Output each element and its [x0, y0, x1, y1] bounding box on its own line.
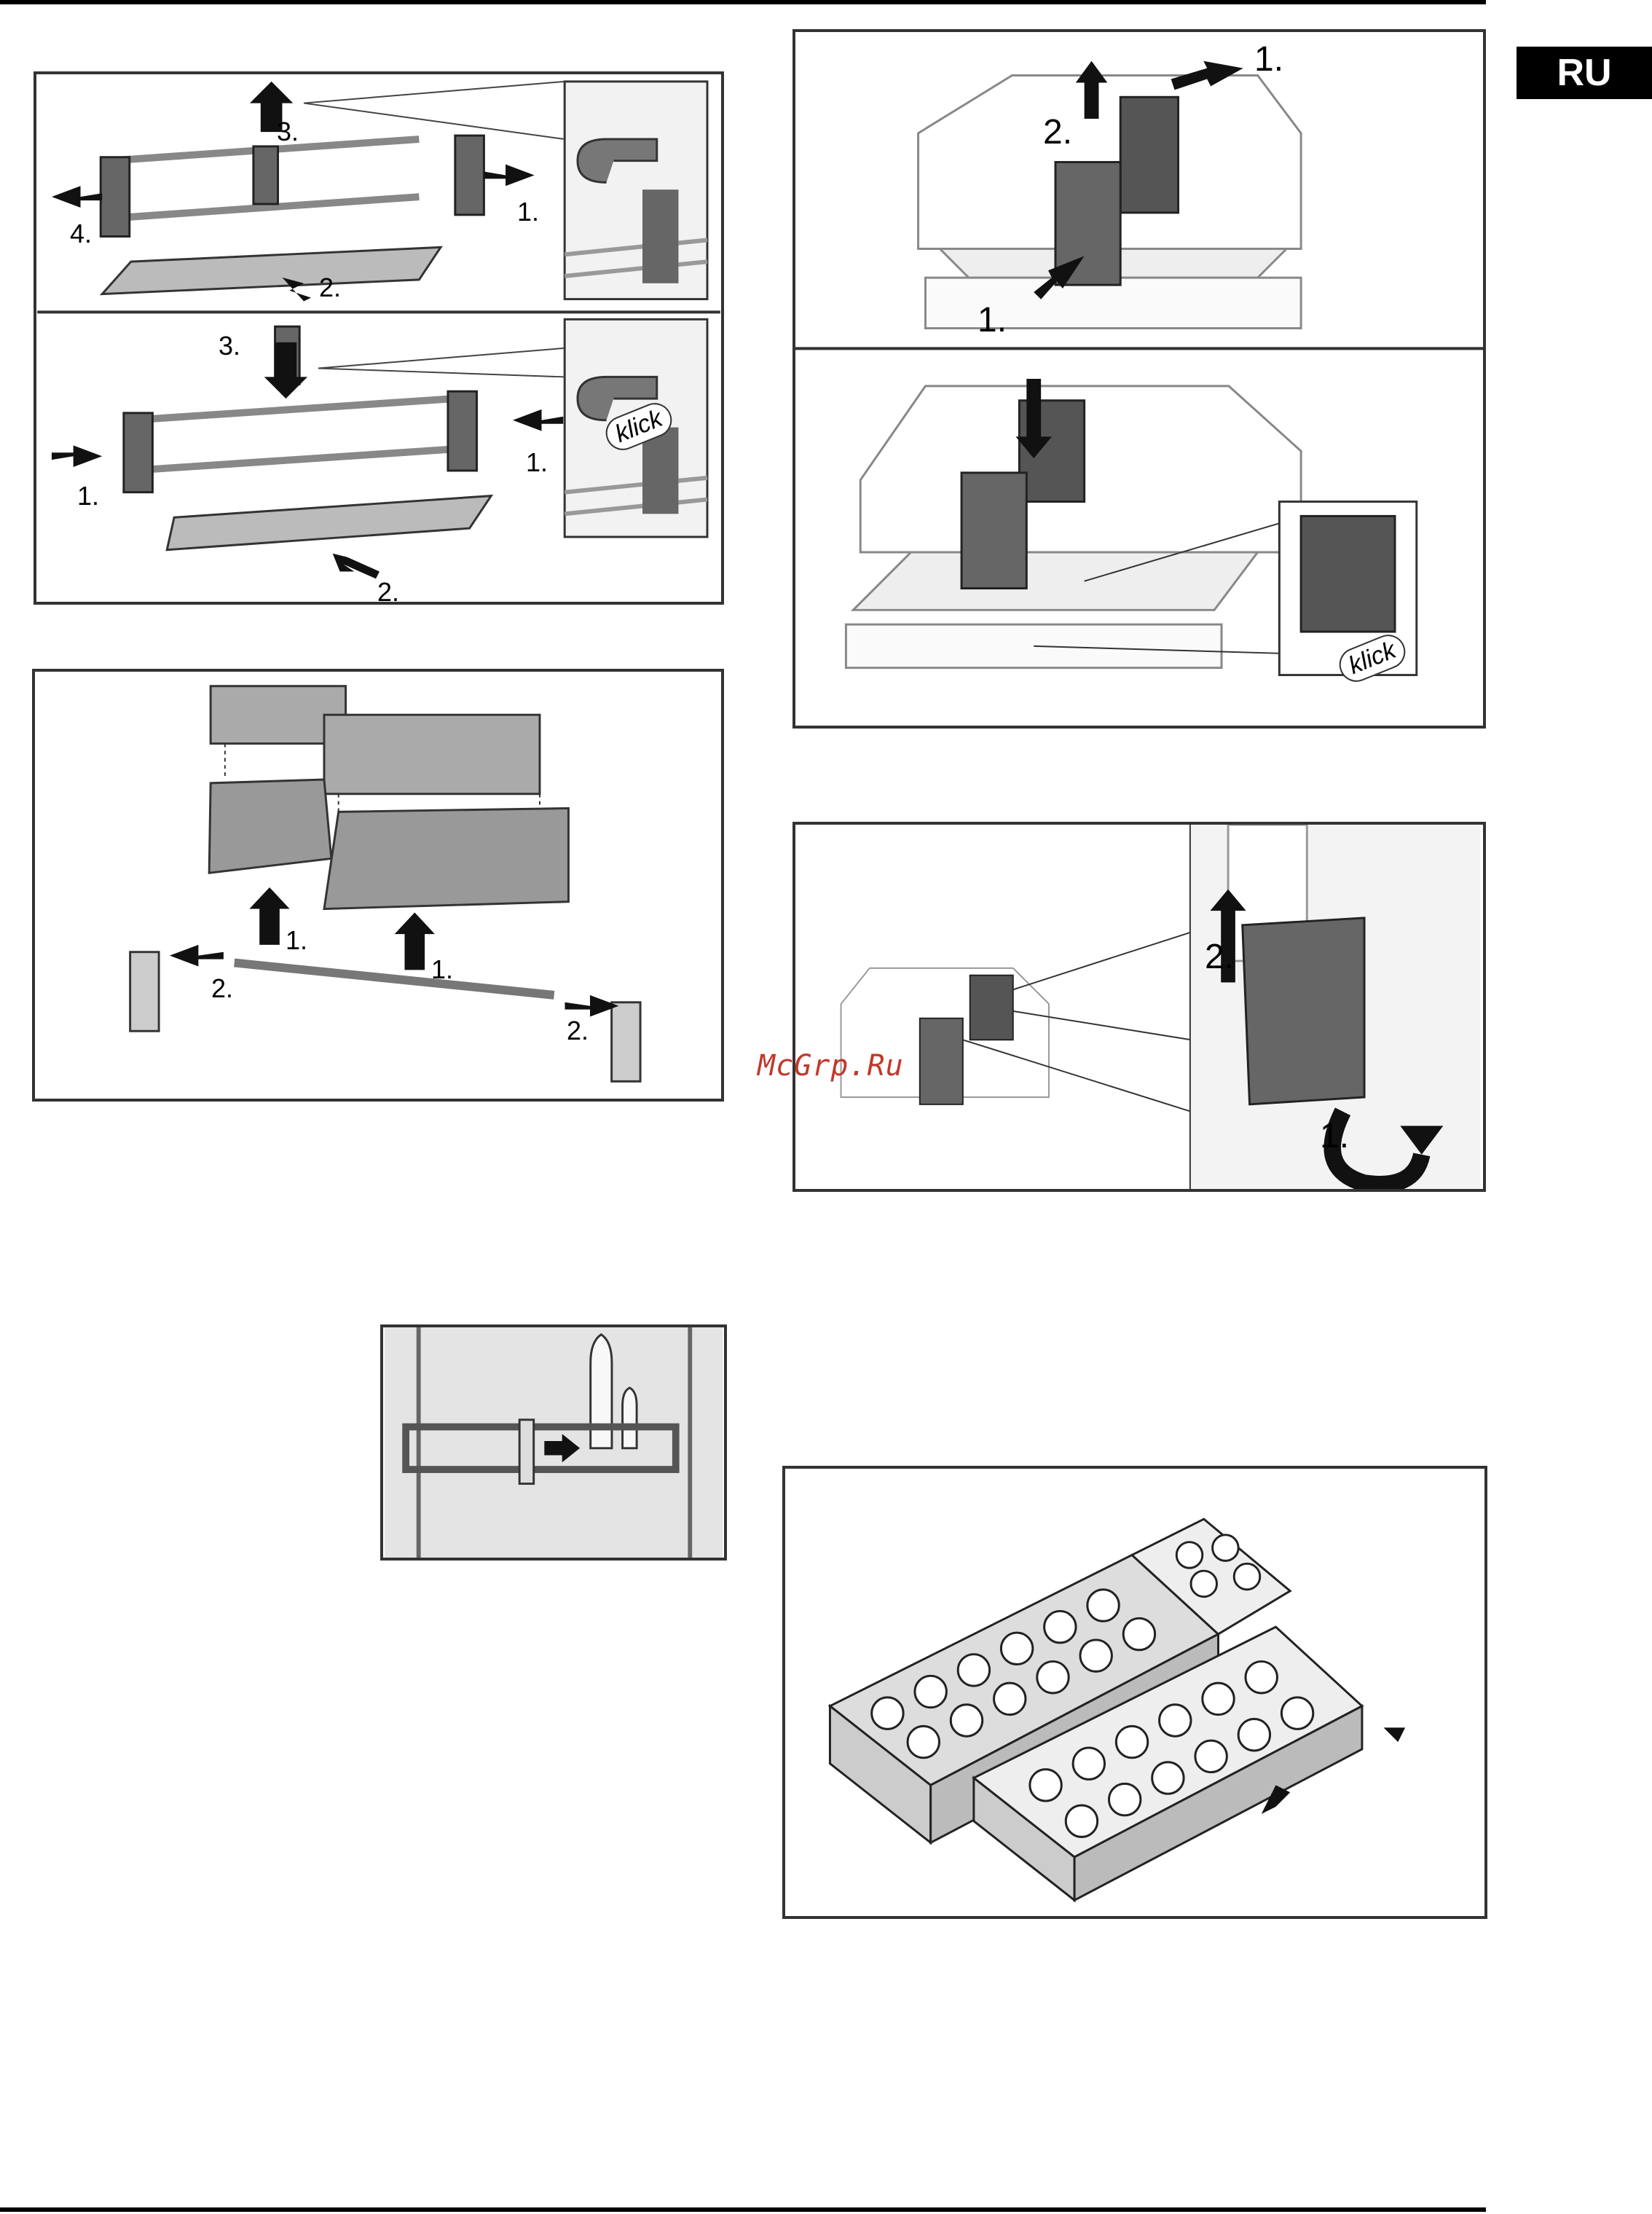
step-label: 3.: [219, 331, 240, 361]
step-label: 1.: [286, 925, 307, 956]
bottle-holder-illustration: [383, 1327, 724, 1558]
step-label: 1.: [517, 197, 539, 227]
step-label: 2.: [567, 1016, 589, 1046]
step-label: 1.: [77, 481, 99, 511]
bottom-rule: [0, 2207, 1486, 2212]
step-label: 2.: [211, 973, 233, 1004]
cover-fold-illustration: [795, 825, 1483, 1189]
figure-door-shelf: 1. 1. 2. 2.: [32, 669, 724, 1102]
step-label: 1.: [431, 954, 453, 985]
step-label: 4.: [70, 219, 92, 249]
figure-shelf-rail: 1. 2. 3. 4. 1. 1. 2. 3. klick: [34, 71, 724, 605]
step-label: 2.: [319, 272, 341, 303]
egg-tray-illustration: [785, 1469, 1484, 1916]
step-label: 1.: [526, 447, 548, 478]
step-label: 3.: [277, 117, 299, 147]
door-shelf-illustration: [35, 672, 721, 1099]
step-label: 1.: [1254, 39, 1283, 79]
figure-cover-fold: 2. 1.: [792, 822, 1486, 1192]
step-label: 1.: [1320, 1116, 1349, 1156]
watermark: McGrp.Ru: [758, 1049, 904, 1083]
top-rule: [0, 0, 1486, 4]
step-label: 1.: [978, 300, 1007, 340]
figure-egg-tray: [782, 1466, 1487, 1919]
step-label: 2.: [377, 577, 399, 605]
figure-bottle-holder: [380, 1324, 727, 1561]
shelf-rail-illustration: [36, 74, 721, 602]
cover-illustration: [795, 32, 1483, 726]
step-label: 2.: [1205, 937, 1234, 977]
figure-cover-remove: 1. 2. 1. klick: [792, 29, 1486, 729]
language-badge: RU: [1517, 47, 1652, 99]
step-label: 2.: [1043, 112, 1072, 152]
